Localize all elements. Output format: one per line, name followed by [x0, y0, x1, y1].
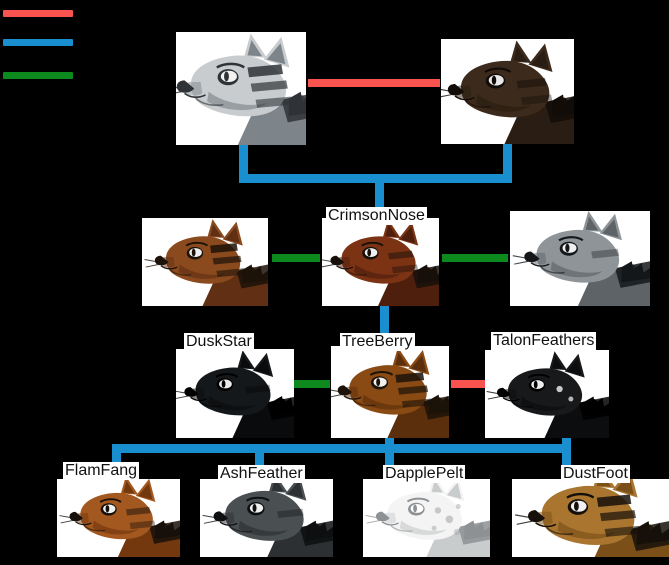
sibling-line [442, 254, 508, 262]
parent-connector [562, 432, 571, 450]
parent-connector [562, 444, 571, 470]
parent-connector [380, 306, 389, 348]
cat-name-label: TreeBerry [340, 333, 415, 351]
cat-portrait[interactable] [176, 349, 294, 438]
cat-portrait[interactable] [200, 479, 333, 557]
mate-line [308, 79, 440, 87]
cat-name-label: CrimsonNose [326, 207, 427, 225]
cat-portrait[interactable] [510, 211, 650, 306]
cat-portrait[interactable] [57, 479, 180, 557]
legend-sibling-line [3, 72, 73, 79]
cat-portrait[interactable] [176, 32, 306, 145]
cat-portrait[interactable] [363, 479, 490, 557]
parent-connector [255, 444, 264, 470]
mate-line [451, 380, 486, 388]
cat-portrait[interactable] [331, 346, 449, 438]
legend-parent-line [3, 39, 73, 46]
parent-connector [375, 174, 384, 210]
cat-portrait[interactable] [142, 218, 268, 306]
cat-portrait[interactable] [485, 350, 609, 438]
parent-connector [385, 444, 394, 470]
cat-name-label: DuskStar [184, 333, 254, 351]
parent-connector [503, 144, 512, 183]
parent-connector [112, 444, 121, 470]
legend-mate-line [3, 10, 73, 17]
sibling-line [272, 254, 320, 262]
cat-name-label: FlamFang [63, 462, 140, 480]
cat-name-label: AshFeather [218, 465, 305, 483]
cat-name-label: DustFoot [561, 465, 630, 483]
parent-connector [112, 444, 567, 453]
parent-connector [239, 145, 248, 183]
cat-name-label: DapplePelt [383, 465, 466, 483]
cat-portrait[interactable] [512, 479, 669, 557]
cat-name-label: TalonFeathers [491, 332, 597, 350]
sibling-line [294, 380, 330, 388]
cat-portrait[interactable] [441, 39, 574, 144]
cat-portrait[interactable] [322, 218, 439, 306]
